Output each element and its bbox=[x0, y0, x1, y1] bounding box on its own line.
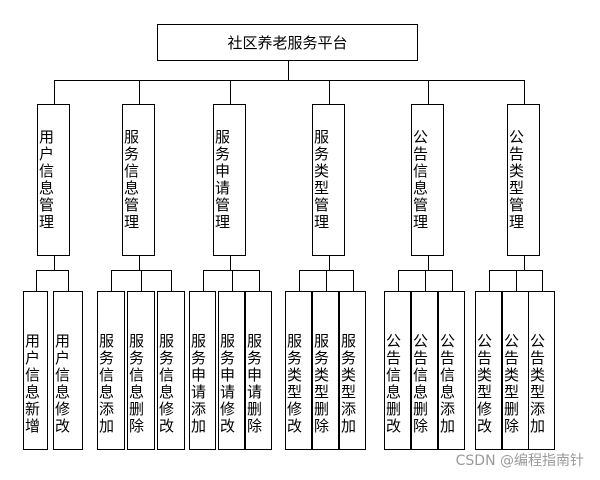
leaf-node-5-2-label: 公告类型添加 bbox=[528, 332, 546, 435]
leaf-node-4-1-label: 公告信息删除 bbox=[411, 332, 429, 435]
connector-module-down-2 bbox=[230, 256, 231, 270]
connector-leaf-1-2 bbox=[171, 270, 172, 291]
connector-module-down-5 bbox=[524, 256, 525, 270]
leaf-node-1-1: 服务信息删除 bbox=[127, 291, 155, 450]
connector-leaf-3-1 bbox=[326, 270, 327, 291]
leaf-node-1-1-label: 服务信息删除 bbox=[127, 332, 145, 435]
leaf-node-3-1: 服务类型删除 bbox=[312, 291, 339, 450]
root-label: 社区养老服务平台 bbox=[227, 34, 348, 52]
leaf-node-3-0-label: 服务类型修改 bbox=[285, 332, 303, 435]
leaf-node-4-0-label: 公告信息删改 bbox=[384, 332, 402, 435]
connector-leaf-0-1 bbox=[68, 270, 69, 291]
connector-module-down-1 bbox=[139, 256, 140, 270]
connector-module-down-4 bbox=[428, 256, 429, 270]
connector-leaf-5-0 bbox=[489, 270, 490, 291]
leaf-node-5-2: 公告类型添加 bbox=[528, 291, 555, 450]
leaf-node-2-1-label: 服务申请修改 bbox=[218, 332, 236, 435]
leaf-node-1-2-label: 服务信息修改 bbox=[157, 332, 175, 435]
connector-leaf-1-1 bbox=[141, 270, 142, 291]
connector-leaf-2-0 bbox=[203, 270, 204, 291]
leaf-node-3-0: 服务类型修改 bbox=[285, 291, 312, 450]
connector-child-bus-0 bbox=[36, 270, 69, 271]
module-node-4: 公告信息管理 bbox=[411, 104, 444, 256]
module-node-0: 用户信息管理 bbox=[37, 104, 70, 256]
leaf-node-1-0-label: 服务信息添加 bbox=[97, 332, 115, 435]
connector-leaf-2-2 bbox=[259, 270, 260, 291]
leaf-node-2-2: 服务申请删除 bbox=[245, 291, 272, 450]
connector-leaf-3-0 bbox=[299, 270, 300, 291]
connector-leaf-1-0 bbox=[111, 270, 112, 291]
connector-module-2 bbox=[230, 80, 231, 104]
connector-leaf-4-0 bbox=[398, 270, 399, 291]
leaf-node-3-1-label: 服务类型删除 bbox=[312, 332, 330, 435]
leaf-node-5-0: 公告类型修改 bbox=[475, 291, 502, 450]
connector-module-4 bbox=[428, 80, 429, 104]
leaf-node-0-0: 用户信息新增 bbox=[23, 291, 48, 450]
leaf-node-4-2: 公告信息添加 bbox=[438, 291, 465, 450]
connector-leaf-3-2 bbox=[353, 270, 354, 291]
leaf-node-3-2-label: 服务类型添加 bbox=[339, 332, 357, 435]
leaf-node-0-1: 用户信息修改 bbox=[53, 291, 83, 450]
leaf-node-5-1-label: 公告类型删除 bbox=[502, 332, 520, 435]
connector-module-down-3 bbox=[329, 256, 330, 270]
watermark: CSDN @编程指南针 bbox=[455, 453, 584, 469]
connector-module-0 bbox=[54, 80, 55, 104]
module-node-2-label: 服务申请管理 bbox=[213, 129, 231, 231]
connector-leaf-5-2 bbox=[542, 270, 543, 291]
leaf-node-2-0: 服务申请添加 bbox=[189, 291, 216, 450]
module-node-5: 公告类型管理 bbox=[507, 104, 540, 256]
leaf-node-5-0-label: 公告类型修改 bbox=[475, 332, 493, 435]
leaf-node-4-2-label: 公告信息添加 bbox=[438, 332, 456, 435]
leaf-node-4-0: 公告信息删改 bbox=[384, 291, 411, 450]
connector-module-1 bbox=[139, 80, 140, 104]
connector-leaf-2-1 bbox=[232, 270, 233, 291]
module-node-4-label: 公告信息管理 bbox=[411, 129, 429, 231]
leaf-node-4-1: 公告信息删除 bbox=[411, 291, 438, 450]
connector-module-3 bbox=[329, 80, 330, 104]
root-node: 社区养老服务平台 bbox=[157, 24, 418, 61]
leaf-node-2-1: 服务申请修改 bbox=[218, 291, 245, 450]
leaf-node-5-1: 公告类型删除 bbox=[502, 291, 529, 450]
connector-leaf-4-1 bbox=[425, 270, 426, 291]
leaf-node-1-2: 服务信息修改 bbox=[157, 291, 185, 450]
connector-child-bus-2 bbox=[203, 270, 260, 271]
module-node-1-label: 服务信息管理 bbox=[122, 129, 140, 231]
connector-top-bus bbox=[54, 80, 525, 81]
module-node-3-label: 服务类型管理 bbox=[312, 129, 330, 231]
leaf-node-2-2-label: 服务申请删除 bbox=[245, 332, 263, 435]
module-node-2: 服务申请管理 bbox=[213, 104, 246, 256]
leaf-node-1-0: 服务信息添加 bbox=[97, 291, 125, 450]
connector-leaf-4-2 bbox=[452, 270, 453, 291]
connector-module-5 bbox=[524, 80, 525, 104]
module-node-3: 服务类型管理 bbox=[312, 104, 345, 256]
module-node-5-label: 公告类型管理 bbox=[507, 129, 525, 231]
connector-module-down-0 bbox=[54, 256, 55, 270]
leaf-node-2-0-label: 服务申请添加 bbox=[189, 332, 207, 435]
connector-root-down bbox=[288, 61, 289, 81]
connector-leaf-0-0 bbox=[36, 270, 37, 291]
module-node-0-label: 用户信息管理 bbox=[37, 129, 55, 231]
leaf-node-0-1-label: 用户信息修改 bbox=[53, 332, 71, 435]
leaf-node-3-2: 服务类型添加 bbox=[339, 291, 366, 450]
module-node-1: 服务信息管理 bbox=[122, 104, 155, 256]
connector-leaf-5-1 bbox=[516, 270, 517, 291]
leaf-node-0-0-label: 用户信息新增 bbox=[23, 332, 41, 435]
